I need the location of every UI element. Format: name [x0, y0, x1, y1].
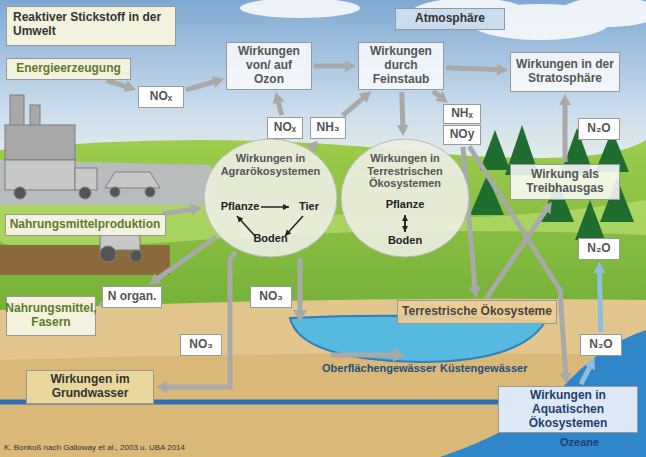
flow-arrow	[186, 76, 224, 90]
node-term: Pflanze	[215, 200, 265, 213]
node-heading: N₂O	[589, 338, 612, 352]
flow-arrow	[273, 92, 285, 115]
node-term: Pflanze	[375, 198, 435, 211]
node-heading: Terrestrische Ökosysteme	[402, 305, 552, 319]
node-term: Tier	[289, 200, 329, 213]
node-heading: N organ.	[108, 290, 157, 304]
label-box: Wirkung als Treibhausgas	[510, 164, 620, 200]
title-box: Reaktiver Stickstoff in der Umwelt	[6, 6, 176, 46]
flow-arrow	[163, 204, 202, 216]
flow-arrow	[594, 262, 606, 332]
label-box: Wirkungen in der Stratosphäre	[510, 52, 620, 92]
label-box: NO₃	[250, 286, 292, 308]
node-heading: NOy	[450, 128, 475, 142]
node-heading: Nahrungsmittel, Fasern	[5, 302, 96, 330]
label-box: Terrestrische Ökosysteme	[397, 300, 557, 324]
flow-arrow	[397, 92, 409, 136]
label-box: N₂O	[578, 118, 620, 140]
label-box: NOₓ	[138, 86, 184, 108]
flow-arrow	[486, 202, 551, 299]
label-box: Wirkungen durch Feinstaub	[358, 42, 444, 90]
flow-arrow	[581, 358, 595, 384]
flow-arrow	[314, 60, 356, 72]
node-heading: Energieerzeugung	[16, 62, 121, 76]
label-box: NO₃	[180, 334, 222, 356]
node-heading: Wirkungen in Terrestrischen Ökosystemen	[348, 152, 462, 190]
node-heading: Wirkungen von/ auf Ozon	[231, 45, 307, 86]
area-label: Küstengewässer	[440, 362, 527, 374]
flow-arrow	[433, 91, 448, 103]
node-heading: Atmosphäre	[415, 12, 485, 26]
source-credit: K. Bonkoß nach Galloway et al., 2003 u. …	[4, 443, 185, 452]
label-box: Atmosphäre	[395, 8, 505, 30]
node-heading: Wirkungen in Agrarökosystemen	[211, 152, 330, 177]
node-heading: NHₓ	[451, 107, 473, 121]
label-box: Wirkungen von/ auf Ozon	[226, 42, 312, 90]
node-heading: Wirkungen in Aquatischen Ökosystemen	[503, 389, 633, 430]
ecosystem-circle: Wirkungen in AgrarökosystemenPflanze Tier…	[203, 138, 338, 258]
area-label: Oberflächengewässer	[322, 362, 436, 374]
label-box: Wirkungen in Aquatischen Ökosystemen	[498, 386, 638, 433]
node-heading: Wirkungen in der Stratosphäre	[515, 58, 615, 86]
flow-arrow	[156, 252, 236, 393]
node-heading: NO₃	[189, 338, 213, 352]
node-heading: Wirkungen im Grundwasser	[31, 373, 149, 401]
flow-arrow	[559, 94, 571, 162]
label-box: N₂O	[580, 334, 622, 356]
label-box: NH₃	[310, 117, 346, 139]
label-box: NOy	[443, 125, 481, 145]
flow-arrow	[342, 91, 371, 115]
area-label: Ozeane	[560, 436, 599, 448]
label-box: NOₓ	[267, 117, 303, 139]
flow-arrow	[107, 81, 136, 92]
node-term: Boden	[375, 234, 435, 247]
ecosystem-circle: Wirkungen in Terrestrischen ÖkosystemenP…	[340, 138, 470, 258]
node-term: Boden	[243, 232, 298, 245]
label-box: Wirkungen im Grundwasser	[26, 370, 154, 404]
label-box: N organ.	[102, 286, 162, 308]
node-heading: NOₓ	[150, 90, 172, 104]
flow-arrow	[446, 64, 508, 76]
label-box: Nahrungsmittelproduktion	[5, 214, 166, 236]
node-heading: Wirkungen durch Feinstaub	[363, 45, 439, 86]
label-box: Nahrungsmittel, Fasern	[6, 296, 96, 336]
node-heading: NO₃	[259, 290, 283, 304]
label-box: Energieerzeugung	[6, 58, 131, 80]
flow-arrow	[463, 147, 481, 298]
node-heading: N₂O	[587, 122, 610, 136]
node-heading: NH₃	[317, 121, 340, 135]
flow-arrow	[149, 237, 216, 285]
node-heading: N₂O	[587, 242, 610, 256]
label-box: N₂O	[578, 238, 620, 260]
node-heading: NOₓ	[274, 121, 296, 135]
label-box: NHₓ	[443, 104, 481, 124]
node-heading: Nahrungsmittelproduktion	[10, 218, 161, 232]
node-heading: Wirkung als Treibhausgas	[515, 168, 615, 196]
